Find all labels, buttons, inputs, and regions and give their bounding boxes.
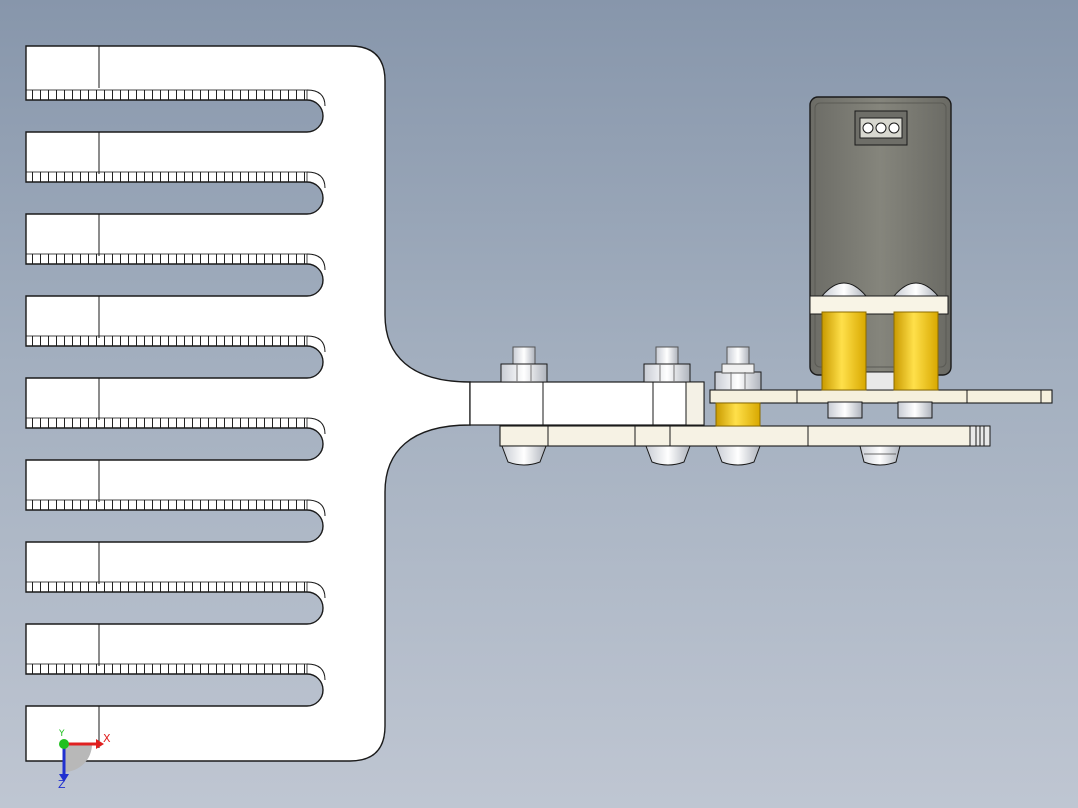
finger-tip-edge [306,499,326,517]
comb-outline [25,45,471,762]
finger-tip-edge [306,417,326,435]
axis-x-label: X [103,732,111,745]
hex-nut [500,346,548,383]
comb-finger-details [25,46,326,748]
finger-tooth-strip [25,171,308,183]
hex-nut [643,346,691,383]
comb-gripper-part[interactable] [25,45,471,762]
finger-tip-edge [306,253,326,271]
coordinate-triad [59,739,104,782]
finger-tooth-strip [25,499,308,511]
hex-nut [714,346,762,391]
finger-tip-edge [306,663,326,681]
lower-link-bar[interactable] [499,425,991,447]
axis-y-label: Y [59,729,65,739]
finger-tip-edge [306,335,326,353]
finger-tip-edge [306,581,326,599]
finger-tip-edge [306,171,326,189]
finger-tooth-strip [25,335,308,347]
finger-tooth-strip [25,89,308,101]
servo-posts [809,282,949,419]
axis-z-label: Z [58,778,66,791]
servo-mount-plate[interactable] [709,389,1053,404]
finger-tooth-strip [25,417,308,429]
connector-block[interactable] [469,381,705,426]
finger-tooth-strip [25,581,308,593]
hex-nuts [500,346,762,391]
brass-spacer-small [715,402,761,427]
finger-tooth-strip [25,663,308,675]
finger-tooth-strip [25,253,308,265]
finger-tip-edge [306,89,326,107]
screw-heads [501,445,901,466]
